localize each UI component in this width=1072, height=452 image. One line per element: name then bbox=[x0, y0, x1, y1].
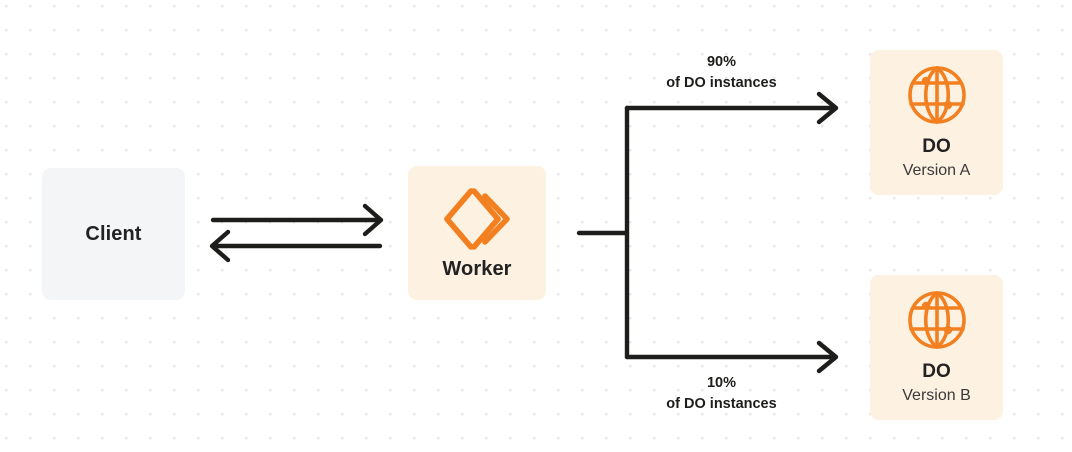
edge-label-do-b-percent: 10% bbox=[706, 375, 737, 391]
edge-label-do-b: 10% of DO instances bbox=[627, 373, 816, 415]
node-do-version-a: DO Version A bbox=[870, 50, 1003, 195]
node-client-title: Client bbox=[85, 222, 142, 245]
durable-object-globe-icon bbox=[906, 64, 968, 126]
node-worker: Worker bbox=[408, 166, 546, 300]
edge-label-do-b-caption: of DO instances bbox=[666, 396, 777, 413]
arrow-worker-to-do-a bbox=[624, 91, 839, 125]
edge-label-do-a-percent: 90% bbox=[706, 54, 737, 70]
edge-label-do-a: 90% of DO instances bbox=[627, 52, 816, 94]
edge-label-do-a-caption: of DO instances bbox=[666, 75, 777, 92]
arrow-client-to-worker bbox=[210, 203, 384, 237]
arrow-worker-to-client bbox=[209, 229, 383, 263]
node-do-version-a-title: DO bbox=[922, 136, 951, 158]
arrow-worker-to-do-b bbox=[624, 340, 839, 374]
node-do-version-b-subtitle: Version B bbox=[902, 387, 971, 405]
node-client: Client bbox=[42, 168, 185, 300]
node-worker-title: Worker bbox=[442, 257, 512, 280]
durable-object-globe-icon bbox=[906, 289, 968, 351]
node-do-version-b: DO Version B bbox=[870, 275, 1003, 420]
cloudflare-workers-icon bbox=[441, 186, 513, 252]
node-do-version-a-subtitle: Version A bbox=[902, 162, 971, 180]
node-do-version-b-title: DO bbox=[922, 361, 951, 383]
